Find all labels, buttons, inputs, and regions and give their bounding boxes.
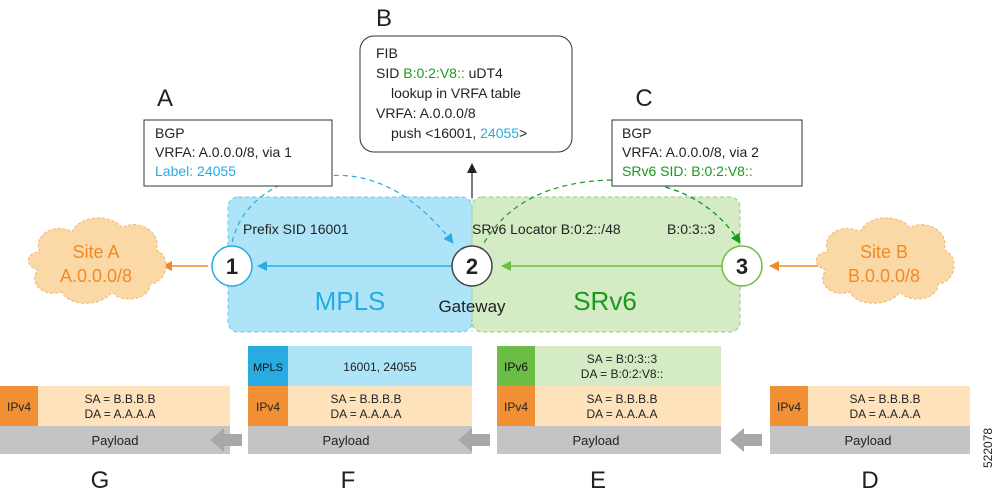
- mpls-title: MPLS: [315, 286, 386, 316]
- callout-c-letter: C: [635, 85, 652, 112]
- gray-arrow-d-to-e: [730, 428, 762, 452]
- callout-a: BGP VRFA: A.0.0.0/8, via 1 Label: 24055: [143, 119, 333, 187]
- packet-e-payload: Payload: [573, 433, 620, 448]
- packet-g-ipv4: IPv4: [7, 400, 31, 414]
- node3-locator-label: B:0:3::3: [667, 221, 715, 237]
- callout-b-push-suffix: >: [519, 125, 527, 141]
- packet-g-payload: Payload: [92, 433, 139, 448]
- srv6-locator-label: SRv6 Locator B:0:2::/48: [472, 221, 621, 237]
- packet-f-labels: 16001, 24055: [343, 360, 417, 374]
- packet-d-ipv4: IPv4: [777, 400, 801, 414]
- callout-b-sid: B:0:2:V8::: [403, 65, 464, 81]
- packet-f-da: DA = A.A.A.A: [330, 407, 401, 421]
- packet-f-sa: SA = B.B.B.B: [330, 392, 401, 406]
- node-1: 1: [211, 245, 253, 287]
- srv6-title: SRv6: [573, 286, 637, 316]
- packet-e-da: DA = A.A.A.A: [586, 407, 657, 421]
- site-b-name: Site B: [860, 242, 908, 262]
- callout-b-line5: push <16001, 24055>: [391, 125, 527, 141]
- callout-b-line3: lookup in VRFA table: [391, 85, 521, 101]
- node-2: 2: [451, 245, 493, 287]
- packet-f-ipv4: IPv4: [256, 400, 280, 414]
- callout-c-line1: BGP: [622, 125, 652, 141]
- packet-f-payload: Payload: [323, 433, 370, 448]
- packet-e-letter: E: [590, 467, 606, 494]
- callout-c-line2: VRFA: A.0.0.0/8, via 2: [622, 144, 759, 160]
- callout-b-sid-suffix: uDT4: [465, 65, 503, 81]
- gateway-label: Gateway: [438, 297, 506, 316]
- callout-b-line2: SID B:0:2:V8:: uDT4: [376, 65, 503, 81]
- packet-e-sa: SA = B.B.B.B: [586, 392, 657, 406]
- callout-b: FIB SID B:0:2:V8:: uDT4 lookup in VRFA t…: [359, 35, 573, 153]
- packet-d: IPv4 SA = B.B.B.B DA = A.A.A.A Payload: [770, 386, 970, 454]
- packet-f: MPLS 16001, 24055 IPv4 SA = B.B.B.B DA =…: [248, 346, 472, 454]
- packet-d-da: DA = A.A.A.A: [849, 407, 920, 421]
- node-2-label: 2: [466, 254, 478, 279]
- callout-b-sid-prefix: SID: [376, 65, 403, 81]
- callout-a-line3: Label: 24055: [155, 163, 236, 179]
- packet-e: IPv6 SA = B:0:3::3 DA = B:0:2:V8:: IPv4 …: [497, 346, 721, 454]
- site-a-cloud: Site A A.0.0.0/8: [28, 217, 167, 304]
- node-3: 3: [721, 245, 763, 287]
- callout-b-letter: B: [376, 5, 392, 32]
- prefix-sid-label: Prefix SID 16001: [243, 221, 349, 237]
- arc-a-to-node1: [231, 184, 281, 244]
- packet-g-letter: G: [91, 467, 110, 494]
- site-b-cloud: Site B B.0.0.0/8: [816, 217, 955, 304]
- packet-e-ipv4: IPv4: [504, 400, 528, 414]
- packet-e-ipv6: IPv6: [504, 360, 528, 374]
- callout-b-line4: VRFA: A.0.0.0/8: [376, 105, 476, 121]
- node-1-label: 1: [226, 254, 238, 279]
- figure-id: 522078: [981, 428, 995, 468]
- packet-f-mpls: MPLS: [253, 362, 283, 374]
- gray-arrow-f-to-g: [210, 428, 242, 452]
- site-b-prefix: B.0.0.0/8: [848, 266, 920, 286]
- node-3-label: 3: [736, 254, 748, 279]
- packet-f-letter: F: [341, 467, 356, 494]
- callout-a-letter: A: [157, 85, 173, 112]
- site-a-prefix: A.0.0.0/8: [60, 266, 132, 286]
- packet-d-letter: D: [861, 467, 878, 494]
- gray-arrow-e-to-f: [458, 428, 490, 452]
- packet-g: IPv4 SA = B.B.B.B DA = A.A.A.A Payload: [0, 386, 230, 454]
- callout-a-line2: VRFA: A.0.0.0/8, via 1: [155, 144, 292, 160]
- packet-g-da: DA = A.A.A.A: [84, 407, 155, 421]
- callout-b-line1: FIB: [376, 45, 398, 61]
- callout-b-push-prefix: push <16001,: [391, 125, 480, 141]
- packet-d-payload: Payload: [845, 433, 892, 448]
- packet-d-sa: SA = B.B.B.B: [849, 392, 920, 406]
- callout-b-push-label: 24055: [480, 125, 519, 141]
- packet-e-da6: DA = B:0:2:V8::: [581, 367, 663, 381]
- callout-c: BGP VRFA: A.0.0.0/8, via 2 SRv6 SID: B:0…: [611, 119, 803, 187]
- arc-c-to-node2: [483, 179, 613, 244]
- callout-a-line1: BGP: [155, 125, 185, 141]
- packet-e-sa6: SA = B:0:3::3: [587, 352, 658, 366]
- callout-c-line3: SRv6 SID: B:0:2:V8::: [622, 163, 753, 179]
- packet-g-sa: SA = B.B.B.B: [84, 392, 155, 406]
- site-a-name: Site A: [72, 242, 119, 262]
